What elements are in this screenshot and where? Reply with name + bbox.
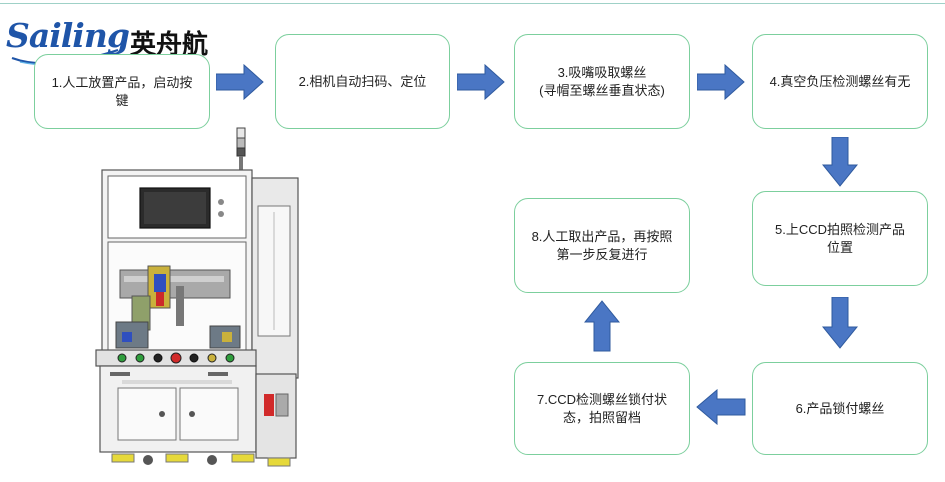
arrow-1-to-2-icon xyxy=(216,64,264,100)
arrow-7-to-8-icon xyxy=(584,300,620,352)
step-1-label: 1.人工放置产品，启动按 键 xyxy=(51,74,193,108)
top-divider xyxy=(0,3,945,4)
arrow-2-to-3-icon xyxy=(457,64,505,100)
step-7-box: 7.CCD检测螺丝锁付状 态，拍照留档 xyxy=(514,362,690,455)
screw-locking-machine-illustration-icon xyxy=(95,127,299,467)
step-4-box: 4.真空负压检测螺丝有无 xyxy=(752,34,928,129)
step-7-label: 7.CCD检测螺丝锁付状 态，拍照留档 xyxy=(536,391,667,425)
arrow-3-to-4-icon xyxy=(697,64,745,100)
step-6-label: 6.产品锁付螺丝 xyxy=(795,400,885,416)
company-logo: Sailing 英舟航 xyxy=(6,16,236,66)
arrow-5-to-6-icon xyxy=(822,297,858,349)
step-8-box: 8.人工取出产品，再按照 第一步反复进行 xyxy=(514,198,690,293)
step-6-box: 6.产品锁付螺丝 xyxy=(752,362,928,455)
step-3-label: 3.吸嘴吸取螺丝 (寻帽至螺丝垂直状态) xyxy=(539,64,665,98)
step-5-label: 5.上CCD拍照检测产品 位置 xyxy=(774,221,905,255)
step-3-box: 3.吸嘴吸取螺丝 (寻帽至螺丝垂直状态) xyxy=(514,34,690,129)
arrow-4-to-5-icon xyxy=(822,137,858,187)
step-2-label: 2.相机自动扫码、定位 xyxy=(298,73,427,89)
arrow-6-to-7-icon xyxy=(696,389,746,425)
logo-brand-en: Sailing xyxy=(6,16,130,55)
step-8-label: 8.人工取出产品，再按照 第一步反复进行 xyxy=(531,228,673,262)
step-1-box: 1.人工放置产品，启动按 键 xyxy=(34,54,210,129)
step-2-box: 2.相机自动扫码、定位 xyxy=(275,34,450,129)
step-4-label: 4.真空负压检测螺丝有无 xyxy=(769,73,911,89)
step-5-box: 5.上CCD拍照检测产品 位置 xyxy=(752,191,928,286)
